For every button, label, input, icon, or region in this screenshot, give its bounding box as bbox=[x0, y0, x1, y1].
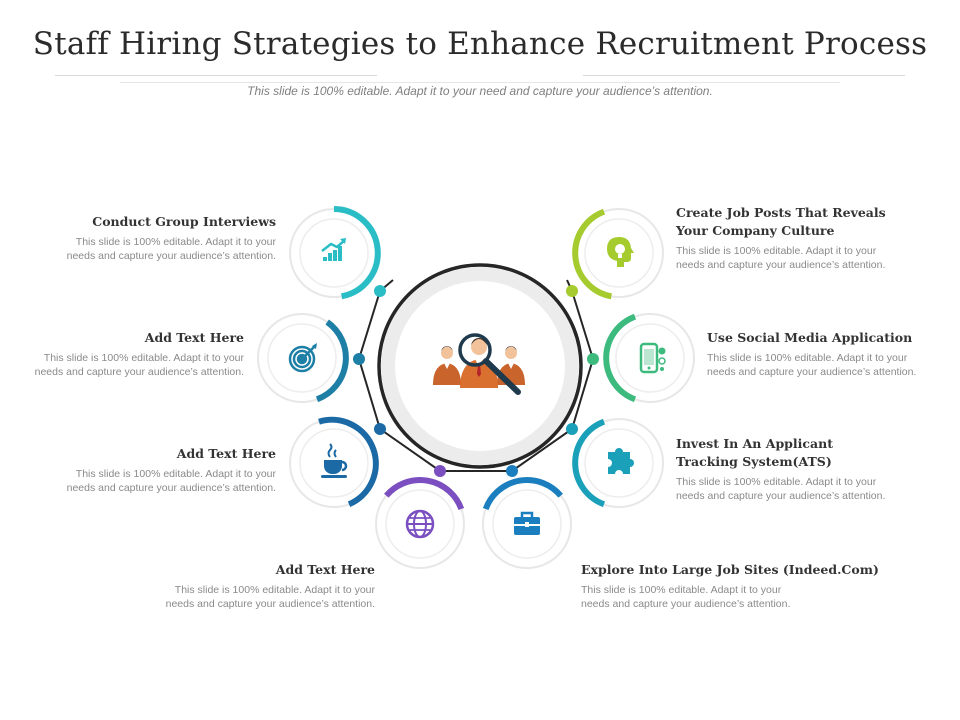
label-title-line1: Invest In An Applicant bbox=[676, 436, 833, 451]
connector-dot bbox=[374, 285, 386, 297]
node-conduct bbox=[289, 206, 386, 300]
growth-chart-icon bbox=[321, 238, 346, 261]
label-desc-line2: needs and capture your audience’s attent… bbox=[581, 598, 791, 610]
label-desc-line1: This slide is 100% editable. Adapt it to… bbox=[174, 584, 375, 596]
node-coffee bbox=[289, 416, 386, 508]
title-divider-right bbox=[583, 75, 905, 76]
connector-dot bbox=[566, 285, 578, 297]
connector-path bbox=[357, 290, 595, 472]
label-target: Add Text Here This slide is 100% editabl… bbox=[0, 329, 244, 379]
label-globe: Add Text Here This slide is 100% editabl… bbox=[95, 561, 375, 611]
label-desc-line1: This slide is 100% editable. Adapt it to… bbox=[676, 245, 877, 257]
label-job-sites: Explore Into Large Job Sites (Indeed.Com… bbox=[581, 561, 901, 611]
label-desc-line2: needs and capture your audience’s attent… bbox=[34, 366, 244, 378]
node-target bbox=[257, 313, 365, 403]
puzzle-piece-icon bbox=[608, 448, 634, 474]
connector-dot bbox=[374, 423, 386, 435]
subtitle-divider bbox=[120, 82, 840, 83]
label-desc-line1: This slide is 100% editable. Adapt it to… bbox=[75, 468, 276, 480]
smartphone-social-icon bbox=[639, 342, 666, 374]
label-title-line2: Your Company Culture bbox=[676, 223, 835, 238]
node-ats bbox=[566, 418, 664, 508]
label-desc-line2: needs and capture your audience’s attent… bbox=[676, 490, 886, 502]
label-desc-line2: needs and capture your audience’s attent… bbox=[165, 598, 375, 610]
label-desc-line1: This slide is 100% editable. Adapt it to… bbox=[707, 352, 908, 364]
label-desc-line2: needs and capture your audience’s attent… bbox=[707, 366, 917, 378]
coffee-cup-icon bbox=[321, 443, 348, 478]
node-globe bbox=[375, 465, 465, 569]
label-coffee: Add Text Here This slide is 100% editabl… bbox=[0, 445, 276, 495]
label-desc-line2: needs and capture your audience’s attent… bbox=[66, 482, 276, 494]
head-lightbulb-icon bbox=[607, 237, 634, 267]
connector-dot bbox=[566, 423, 578, 435]
label-conduct-group-interviews: Conduct Group Interviews This slide is 1… bbox=[0, 213, 276, 263]
node-social bbox=[587, 313, 695, 403]
node-accent-arc bbox=[384, 477, 465, 511]
label-desc-line1: This slide is 100% editable. Adapt it to… bbox=[581, 584, 782, 596]
label-desc-line1: This slide is 100% editable. Adapt it to… bbox=[676, 476, 877, 488]
recruitment-search-icon bbox=[433, 333, 525, 395]
page-subtitle: This slide is 100% editable. Adapt it to… bbox=[247, 84, 713, 98]
connector-dot bbox=[434, 465, 446, 477]
briefcase-icon bbox=[514, 511, 540, 535]
label-title: Add Text Here bbox=[275, 562, 375, 577]
label-desc-line2: needs and capture your audience’s attent… bbox=[676, 259, 886, 271]
node-jobsites bbox=[482, 465, 572, 569]
label-title-line2: Tracking System(ATS) bbox=[676, 454, 832, 469]
globe-icon bbox=[405, 509, 435, 539]
target-icon bbox=[288, 343, 317, 373]
connector-dot bbox=[506, 465, 518, 477]
label-title: Use Social Media Application bbox=[707, 330, 913, 345]
label-social-media: Use Social Media Application This slide … bbox=[707, 329, 952, 379]
label-desc-line1: This slide is 100% editable. Adapt it to… bbox=[43, 352, 244, 364]
node-accent-arc bbox=[572, 208, 613, 300]
node-inner-disc bbox=[615, 323, 685, 393]
node-accent-arc bbox=[318, 416, 379, 508]
label-title: Add Text Here bbox=[176, 446, 276, 461]
label-title: Conduct Group Interviews bbox=[92, 214, 276, 229]
node-accent-arc bbox=[572, 418, 606, 508]
connector-dot bbox=[353, 353, 365, 365]
strategy-nodes bbox=[257, 206, 695, 569]
node-jobposts bbox=[566, 208, 664, 300]
node-accent-arc bbox=[315, 319, 349, 403]
label-desc-line2: needs and capture your audience’s attent… bbox=[66, 250, 276, 262]
label-title: Add Text Here bbox=[144, 330, 244, 345]
node-accent-arc bbox=[603, 313, 637, 403]
title-divider-left bbox=[55, 75, 377, 76]
label-title-line1: Create Job Posts That Reveals bbox=[676, 205, 886, 220]
label-title: Explore Into Large Job Sites (Indeed.Com… bbox=[581, 562, 879, 577]
connector-dot bbox=[587, 353, 599, 365]
page-title: Staff Hiring Strategies to Enhance Recru… bbox=[32, 26, 928, 62]
node-accent-arc bbox=[333, 206, 381, 300]
label-desc-line1: This slide is 100% editable. Adapt it to… bbox=[75, 236, 276, 248]
node-accent-arc bbox=[482, 477, 563, 511]
